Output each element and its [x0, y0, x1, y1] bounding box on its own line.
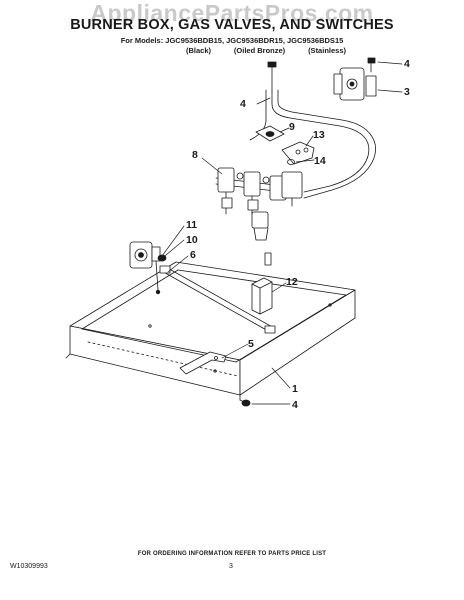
finish-stainless: (Stainless)	[308, 46, 346, 55]
callout-9: 9	[289, 121, 295, 133]
callout-11: 11	[186, 219, 197, 231]
callout-14: 14	[314, 155, 326, 167]
bracket-part-12	[251, 252, 273, 315]
screw-bottom	[239, 399, 251, 407]
burner-box-tray	[65, 261, 356, 401]
igniter-module	[281, 141, 315, 165]
finish-oiled-bronze: (Oiled Bronze)	[233, 46, 286, 55]
washer	[287, 159, 295, 165]
screw-top	[267, 61, 277, 91]
callout-4-top-right: 4	[404, 58, 410, 70]
callout-3: 3	[404, 86, 410, 98]
diagram-title: BURNER BOX, GAS VALVES, AND SWITCHES	[70, 17, 394, 33]
finish-black: (Black)	[186, 46, 212, 55]
gas-manifold	[215, 167, 303, 241]
bracket-part-5	[179, 351, 227, 375]
callout-10: 10	[186, 234, 198, 246]
cross-brace-rod	[159, 265, 276, 334]
watermark-text: AppliancePartsPros.com	[90, 0, 374, 26]
callout-6: 6	[190, 249, 196, 261]
callout-13: 13	[313, 129, 325, 141]
callout-leaders	[159, 61, 403, 405]
page-number: 3	[229, 563, 233, 570]
finishes-row: (Black) (Oiled Bronze) (Stainless)	[186, 46, 346, 55]
mounting-plate	[255, 125, 285, 142]
callout-4-top: 4	[240, 98, 246, 110]
switch-assembly-left	[129, 241, 167, 295]
ordering-note: FOR ORDERING INFORMATION REFER TO PARTS …	[137, 551, 327, 557]
document-number: W10309993	[10, 563, 48, 570]
switch-assembly-right	[333, 57, 377, 101]
models-line: For Models: JGC9536BDB15, JGC9536BDR15, …	[120, 36, 344, 45]
callout-5: 5	[248, 338, 254, 350]
callout-labels: 4 3 4 9 13 14 8 11 10 6 12 5 1 4 2	[186, 58, 410, 411]
callout-1: 1	[292, 383, 298, 395]
callout-4-bottom: 4	[292, 399, 298, 411]
callout-12: 12	[286, 276, 298, 288]
callout-8: 8	[192, 149, 198, 161]
